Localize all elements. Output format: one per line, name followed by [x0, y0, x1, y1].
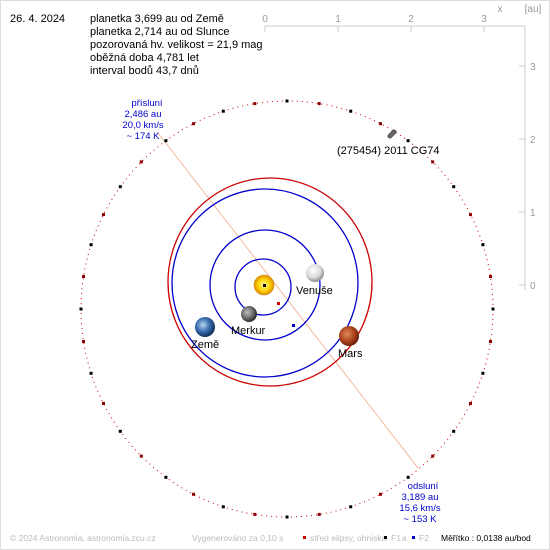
- y-tick-label: 1: [530, 208, 536, 219]
- orbit-point: [118, 429, 122, 433]
- x-tick-label: 1: [335, 14, 341, 25]
- orbit-point: [79, 307, 83, 311]
- orbit-point: [481, 371, 485, 375]
- aphelion-distance: 3,189 au: [402, 492, 439, 503]
- orbit-point: [192, 492, 195, 496]
- copyright-text: © 2024 Astronomia, astronomia.zcu.cz: [10, 533, 156, 543]
- orbit-point: [89, 243, 93, 247]
- orbit-point: [349, 505, 353, 509]
- asteroid-label: (275454) 2011 CG74: [337, 145, 440, 157]
- x-tick-label: 0: [262, 14, 268, 25]
- orbit-point: [164, 139, 168, 143]
- venus-orbit: [209, 229, 321, 341]
- focus-marker: [292, 324, 295, 327]
- x-tick-label: 2: [408, 14, 414, 25]
- orbit-point: [317, 102, 321, 106]
- orbit-point: [431, 160, 435, 164]
- orbit-point: [118, 185, 122, 189]
- perihelion-temperature: ~ 174 K: [126, 131, 160, 142]
- unit-label: [au]: [525, 4, 542, 15]
- aphelion-temperature: ~ 153 K: [403, 514, 437, 525]
- mars-label: Mars: [338, 348, 363, 360]
- orbit-point: [379, 122, 382, 126]
- aphelion-speed: 15,6 km/s: [399, 503, 440, 514]
- orbit-point: [452, 429, 456, 433]
- orbit-point: [253, 512, 257, 516]
- earth-label: Země: [191, 339, 219, 351]
- orbit-point: [317, 512, 321, 516]
- orbit-point: [349, 109, 353, 113]
- mars-orbit: [167, 177, 373, 387]
- orbit-point: [452, 185, 456, 189]
- info-line: oběžná doba 4,781 let: [90, 52, 199, 64]
- perihelion-title: přísluní: [131, 98, 163, 109]
- earth-orbit: [171, 188, 359, 378]
- info-line: planetka 2,714 au od Slunce: [90, 26, 229, 38]
- x-tick-label: 3: [481, 14, 487, 25]
- info-line: interval bodů 43,7 dnů: [90, 65, 199, 77]
- orbit-point: [406, 139, 410, 143]
- x-axis-label: x: [498, 4, 503, 15]
- legend-f2-marker: [412, 536, 415, 539]
- venus-icon: [306, 264, 324, 282]
- legend-f2-text: F2: [419, 533, 429, 543]
- venus-label: Venuše: [296, 285, 333, 297]
- orbit-point: [469, 401, 472, 405]
- orbit-point: [469, 213, 472, 217]
- orbit-point: [102, 401, 105, 405]
- orbit-point: [489, 340, 492, 343]
- legend-center-marker: [303, 536, 306, 539]
- legend-center-text: střed elipsy, ohniska: [310, 533, 387, 543]
- generated-text: Vygenerováno za 0,10 s: [192, 533, 283, 543]
- orbit-point: [89, 371, 93, 375]
- orbit-point: [285, 99, 289, 103]
- mercury-orbit: [234, 258, 292, 316]
- orbit-point: [379, 492, 382, 496]
- orbit-point: [221, 109, 225, 113]
- legend-f1-text: F1: [391, 533, 401, 543]
- info-line: pozorovaná hv. velikost = 21,9 mag: [90, 39, 263, 51]
- orbit-point: [139, 160, 143, 164]
- ellipse-center-marker: [277, 302, 280, 305]
- orbit-point: [164, 475, 168, 479]
- earth-icon: [195, 317, 215, 337]
- orbit-point: [489, 275, 492, 278]
- y-tick-label: 3: [530, 62, 536, 73]
- scale-text: Měřítko : 0,0138 au/bod: [441, 533, 531, 543]
- legend-f1-marker: [384, 536, 387, 539]
- orbit-point: [82, 340, 85, 343]
- asteroid-orbit-points: [79, 99, 495, 519]
- orbit-point: [221, 505, 225, 509]
- orbit-point: [82, 275, 85, 278]
- asteroid-icon: [387, 129, 397, 139]
- orbit-point: [102, 213, 105, 217]
- aphelion-title: odsluní: [408, 481, 439, 492]
- mercury-icon: [241, 306, 257, 322]
- date-label: 26. 4. 2024: [10, 13, 65, 25]
- orbit-point: [192, 122, 195, 126]
- mars-icon: [339, 326, 359, 346]
- legend-a-text: a: [402, 533, 407, 543]
- y-tick-label: 2: [530, 135, 536, 146]
- orbit-point: [139, 454, 143, 458]
- sun-center-marker: [263, 284, 266, 287]
- orbit-point: [406, 475, 410, 479]
- orbit-point: [253, 102, 257, 106]
- perihelion-distance: 2,486 au: [125, 109, 162, 120]
- orbit-point: [431, 454, 435, 458]
- orbit-point: [285, 515, 289, 519]
- orbit-point: [491, 307, 495, 311]
- orbit-point: [481, 243, 485, 247]
- mercury-label: Merkur: [231, 325, 266, 337]
- info-line: planetka 3,699 au od Země: [90, 13, 224, 25]
- y-tick-label: 0: [530, 281, 536, 292]
- axes: 0 1 2 3 x [au] 3 2 1 0: [262, 4, 541, 292]
- perihelion-speed: 20,0 km/s: [122, 120, 163, 131]
